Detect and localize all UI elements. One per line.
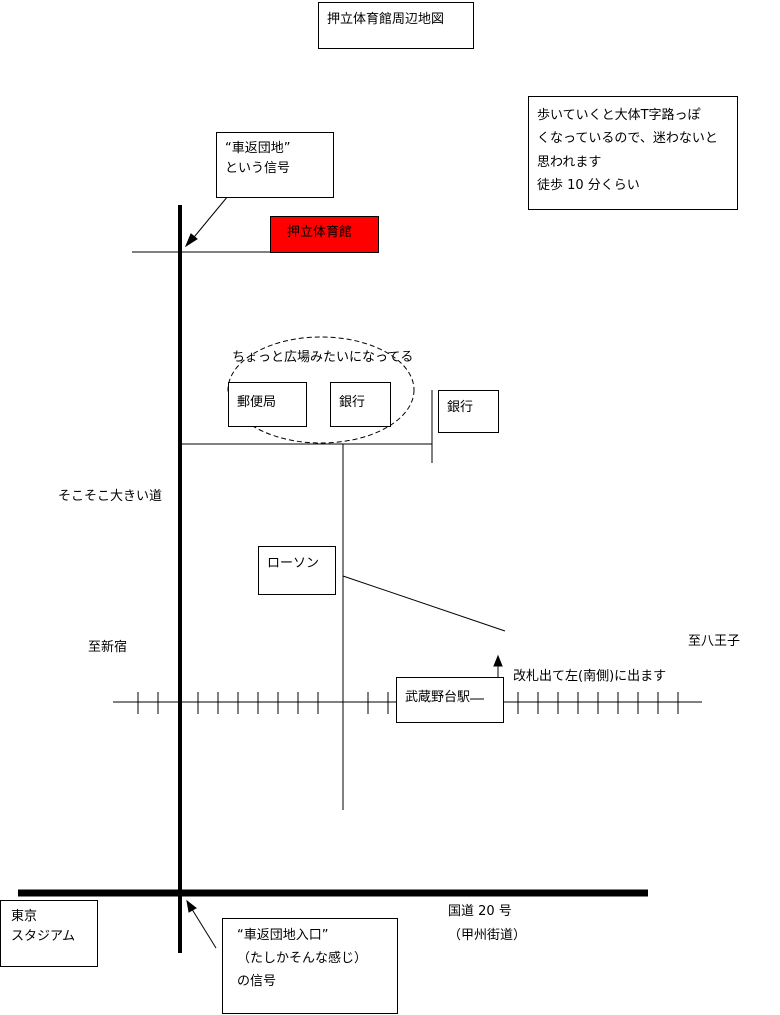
diagonal-path [342,575,506,632]
road-label: そこそこ大きい道 [58,489,163,504]
bank-box-1: 銀行 [330,382,391,427]
station-box: 武蔵野台駅 [396,677,504,723]
gym-box: 押立体育館 [270,216,379,253]
note-box: 歩いていくと大体T字路っぽ くなっているので、迷わないと 思われます 徒歩 10… [528,96,738,210]
to-hachioji-label: 至八王子 [688,634,741,649]
koshu-kaido-label: （甲州街道） [448,928,527,943]
plaza-label: ちょっと広場みたいになってる [232,350,414,365]
route-20-label: 国道 20 号 [448,904,512,919]
station-exit-line [470,698,484,700]
post-office-box: 郵便局 [228,382,307,427]
signal-bottom-arrow [186,899,217,949]
signal-top-arrow [184,195,229,248]
signal-top-box: “車返団地” という信号 [216,132,334,198]
tokyo-stadium-box: 東京 スタジアム [0,900,98,967]
map-title-box: 押立体育館周辺地図 [318,2,474,49]
railway [113,692,702,714]
lawson-box: ローソン [258,546,336,595]
signal-bottom-box: “車返団地入口” （たしかそんな感じ） の信号 [222,918,398,1014]
to-shinjuku-label: 至新宿 [88,640,128,655]
bank-box-2: 銀行 [438,390,499,433]
exit-note-label: 改札出て左(南側)に出ます [513,669,667,684]
